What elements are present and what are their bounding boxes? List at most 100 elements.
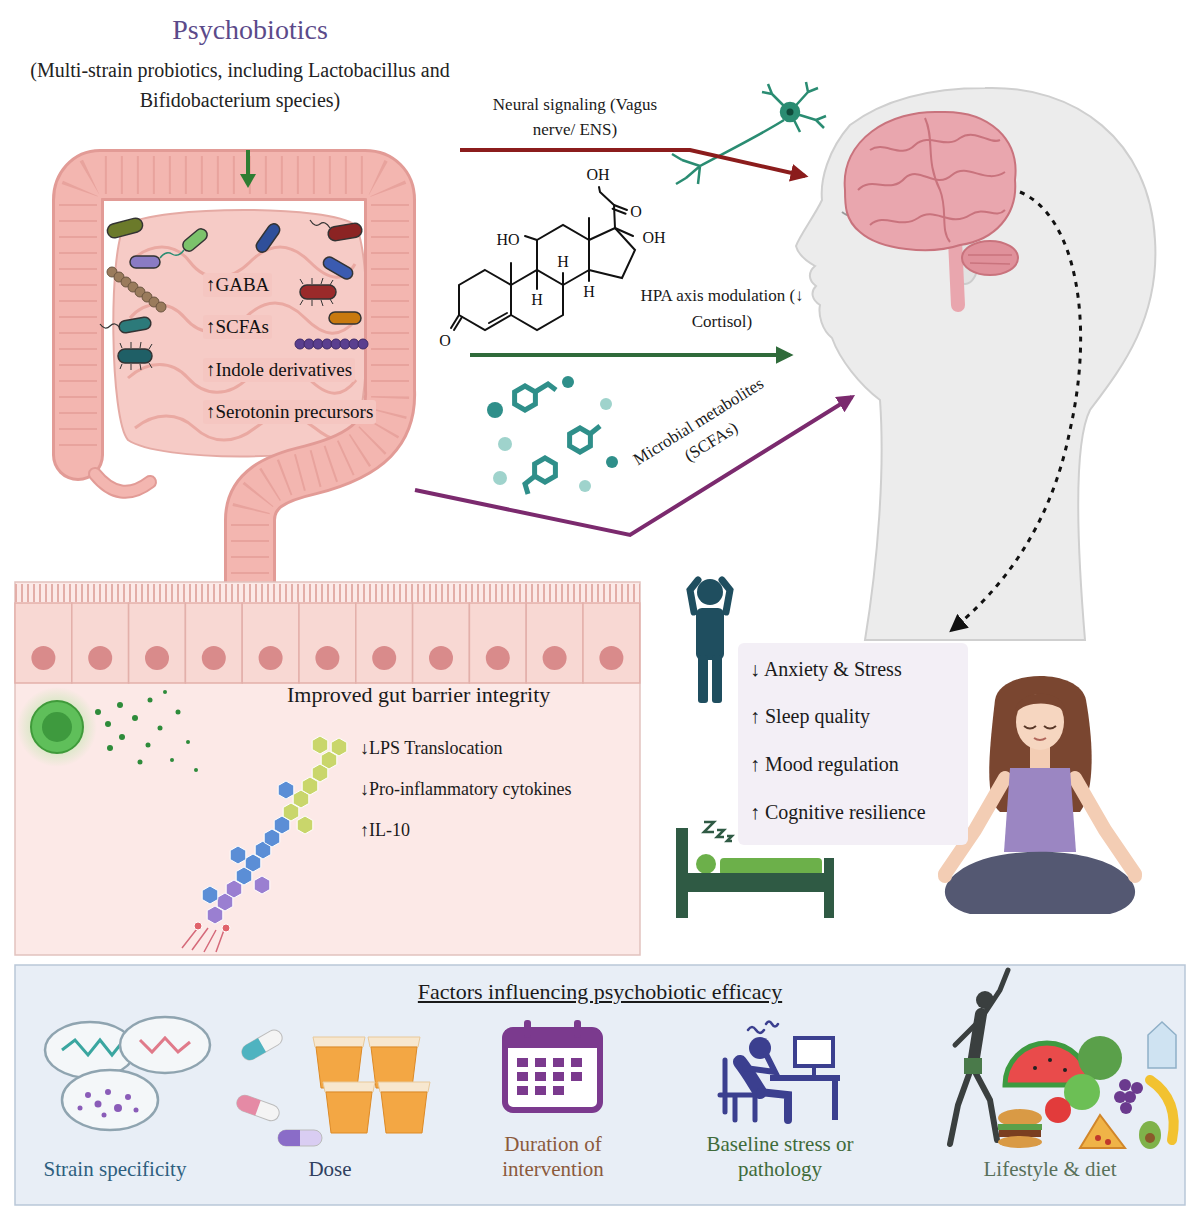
effect-label: ↑IL-10 — [360, 818, 410, 842]
bacteria — [120, 342, 152, 370]
exercise-icon — [964, 1058, 982, 1074]
petri-dish-icon — [95, 1101, 102, 1108]
gut-barrier-panel — [543, 646, 567, 670]
calendar-icon — [553, 1058, 564, 1067]
gut-barrier-panel — [315, 646, 339, 670]
metabolite-label: ↑Indole derivatives — [203, 358, 355, 382]
cortisol-structure — [537, 270, 589, 289]
calendar-icon — [535, 1058, 546, 1067]
arrow-label: Neural signaling (Vagus nerve/ ENS) — [485, 92, 665, 142]
gut-barrier-panel — [356, 603, 413, 683]
atom-label: OH — [639, 229, 669, 247]
stressed-person-icon — [697, 579, 723, 605]
food-icon — [1119, 1079, 1131, 1091]
petri-dish-icon — [62, 1040, 120, 1055]
outcome-item: ↑ Mood regulation — [750, 751, 899, 777]
meditating-woman — [1004, 768, 1076, 852]
gut-barrier-panel — [242, 603, 299, 683]
bacteria — [118, 349, 152, 363]
immune-cell — [42, 712, 72, 742]
immune-cell — [107, 745, 113, 751]
cortisol-structure — [511, 218, 589, 285]
metabolite-label: ↑Serotonin precursors — [203, 400, 376, 424]
gut-barrier-panel — [15, 584, 640, 602]
dose-icon — [239, 1027, 285, 1063]
gut-barrier-panel — [129, 603, 186, 683]
stressed-worker-icon — [720, 1022, 840, 1121]
food-icon — [998, 1022, 1176, 1149]
cortisol-structure — [451, 315, 462, 330]
gut-barrier-panel — [526, 603, 583, 683]
dose-icon — [235, 1093, 261, 1116]
effect-label: ↓Pro-inflammatory cytokines — [360, 777, 571, 801]
cortisol-structure — [451, 187, 635, 330]
head-profile — [796, 88, 1155, 640]
cortisol-structure — [615, 228, 633, 236]
atom-label: O — [430, 332, 460, 350]
dose-icon — [313, 1037, 365, 1047]
food-icon — [1114, 1079, 1143, 1114]
immune-cell — [163, 690, 167, 694]
dose-icon — [278, 1130, 322, 1146]
meditating-woman — [1128, 869, 1142, 883]
immune-cell — [17, 687, 97, 767]
factor-caption: Duration of intervention — [478, 1132, 628, 1182]
metabolite-molecules — [535, 384, 556, 392]
stressed-person-icon — [712, 655, 722, 703]
outcome-box: ↓ Anxiety & Stress↑ Sleep quality↑ Mood … — [738, 643, 968, 845]
stressed-person-icon — [690, 579, 730, 703]
atom-label: H — [548, 253, 578, 271]
gut-barrier-panel — [259, 646, 283, 670]
gut-barrier-panel — [72, 603, 129, 683]
food-icon — [998, 1136, 1042, 1148]
panel-heading: Improved gut barrier integrity — [287, 681, 550, 709]
factors-panel: Factors influencing psychobiotic efficac… — [15, 965, 1185, 1205]
brain — [870, 135, 1000, 151]
pathway-arrows — [415, 150, 1081, 630]
calendar-icon — [553, 1086, 564, 1095]
calendar-icon — [574, 1020, 581, 1038]
gut-barrier-panel: Improved gut barrier integrity ↓LPS Trans… — [15, 582, 640, 955]
dose-icon — [323, 1082, 375, 1092]
bacteria — [100, 217, 368, 370]
food-icon — [1148, 1022, 1176, 1068]
stressed-worker-icon — [832, 1081, 838, 1120]
gut-barrier-panel — [15, 603, 72, 683]
gut-barrier-panel — [15, 582, 640, 955]
immune-cell — [117, 702, 123, 708]
gut-barrier-panel — [15, 582, 640, 955]
metabolite-molecules — [515, 386, 536, 410]
food-icon — [1139, 1121, 1161, 1149]
dose-icon — [235, 1093, 282, 1123]
cortisol-structure — [525, 236, 537, 240]
metabolite-label: ↑SCFAs — [203, 315, 272, 339]
stressed-worker-icon — [748, 1022, 778, 1034]
arrow-label: Microbial metabolites (SCFAs) — [607, 359, 802, 506]
meditating-woman — [938, 676, 1142, 914]
petri-dish-icon — [134, 1108, 139, 1113]
panel-heading: Factors influencing psychobiotic efficac… — [350, 978, 850, 1006]
immune-cell — [146, 743, 151, 748]
stressed-person-icon — [696, 608, 724, 660]
pathway-arrows — [470, 353, 790, 357]
food-icon — [998, 1124, 1042, 1130]
calendar-icon — [505, 1030, 600, 1048]
gut-barrier-panel — [469, 603, 526, 683]
sleep-icon — [688, 873, 824, 878]
immune-cell — [148, 698, 153, 703]
sleep-icon — [824, 858, 834, 918]
brain — [968, 255, 1012, 264]
stressed-worker-icon — [760, 1092, 788, 1120]
neuron — [787, 109, 794, 116]
metabolite-molecules — [487, 376, 618, 494]
gut-illustration: Psychobiotics(Multi-strain probiotics, i… — [20, 5, 450, 590]
sleep-icon — [676, 828, 688, 918]
effect-label: ↓LPS Translocation — [360, 736, 503, 760]
dose-icon — [235, 1027, 430, 1146]
brain — [925, 118, 950, 242]
food-icon — [1078, 1036, 1122, 1080]
exercise-icon — [955, 1022, 978, 1045]
food-icon — [1145, 1133, 1155, 1143]
bacteria — [321, 255, 355, 281]
bacteria — [106, 217, 144, 240]
